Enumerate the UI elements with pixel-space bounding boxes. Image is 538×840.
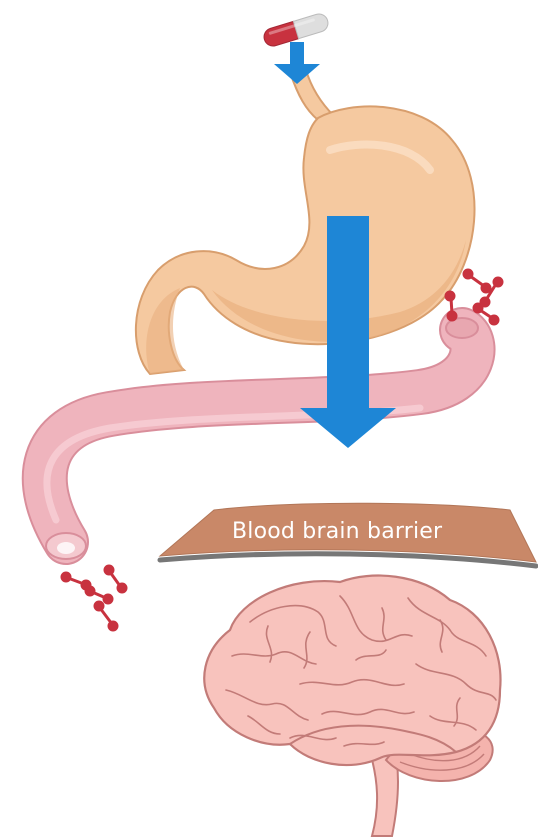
pill-down-arrow [274,42,320,84]
brain [204,576,500,836]
molecule [104,565,127,593]
molecule [445,291,457,321]
molecule [463,269,491,293]
molecules-bottom-left [61,565,127,631]
cerebrum [204,576,500,766]
blood-brain-barrier: Blood brain barrier [160,503,536,566]
barrier-label: Blood brain barrier [232,519,443,544]
stomach [136,106,475,374]
molecule [94,601,118,631]
